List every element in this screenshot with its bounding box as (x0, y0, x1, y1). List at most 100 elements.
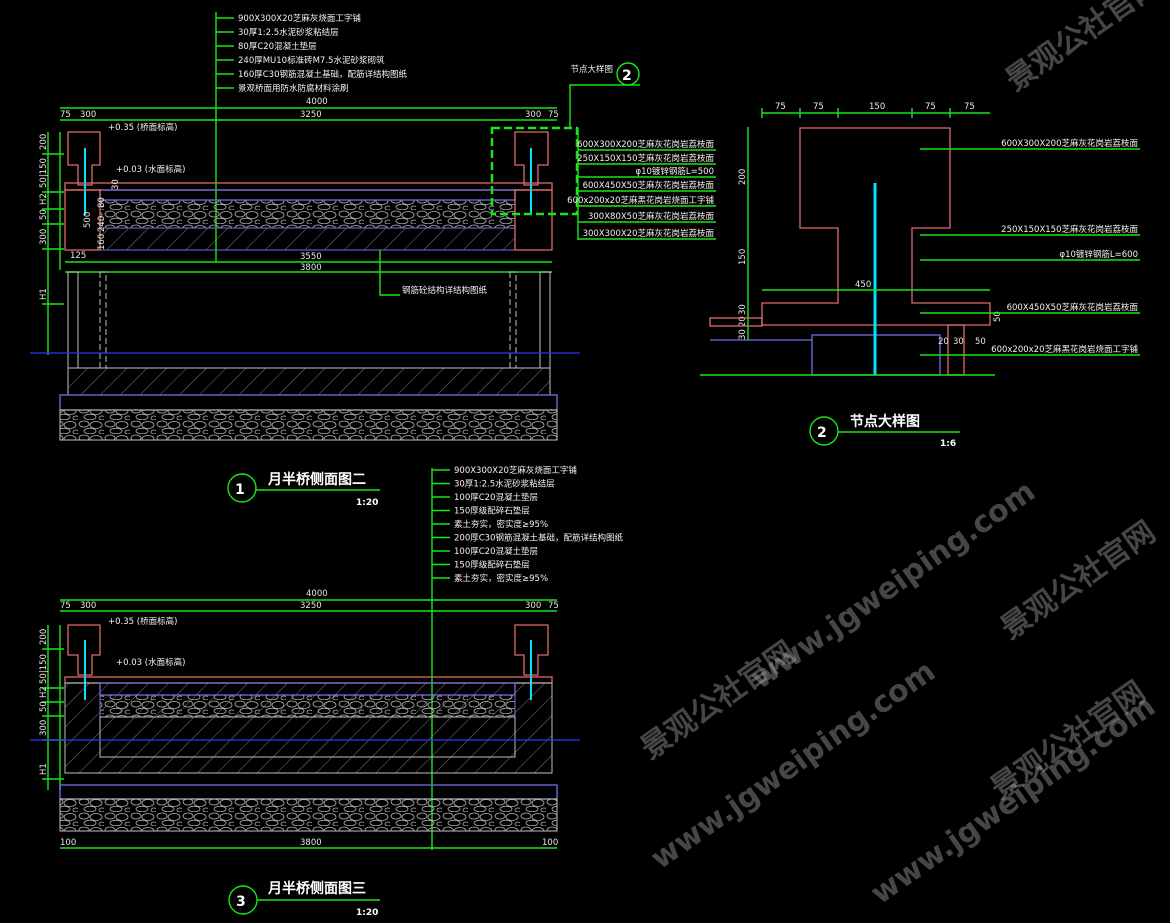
material-label: 250X150X150芝麻灰花岗岩荔枝面 (1001, 224, 1138, 235)
dim: 300 (80, 601, 96, 611)
height-dim: 50 (39, 701, 49, 712)
dim: 30 (953, 337, 964, 347)
material-label: 600X450X50芝麻灰花岗岩荔枝面 (583, 180, 715, 191)
dim: 300 (525, 601, 541, 611)
layer-label: 100厚C20混凝土垫层 (454, 546, 538, 557)
elevation-top: +0.35 (桥面标高) (108, 616, 177, 627)
section-1-title: 月半桥侧面图二 (267, 471, 366, 488)
layer-label: 景观桥面用防水防腐材料涂刷 (238, 83, 349, 94)
material-label: 600x200x20芝麻黑花岗岩烧面工字铺 (991, 344, 1138, 355)
dim: 30 (111, 179, 121, 190)
section-1-number: 1 (235, 482, 245, 498)
section-2-number: 2 (817, 425, 827, 441)
dim: 50 (993, 311, 1003, 322)
material-label: φ10镀锌钢筋L=600 (1059, 249, 1138, 260)
layer-label: 150厚级配碎石垫层 (454, 506, 530, 517)
watermark-text: 景观公社官网 (635, 635, 803, 767)
layer-label: 240厚MU10标准砖M7.5水泥砂浆砌筑 (238, 55, 385, 66)
width-dim: 75 (775, 102, 786, 112)
dim: 75 (60, 601, 71, 611)
height-dim: 200 (39, 629, 49, 645)
section-2-scale: 1:6 (940, 439, 956, 449)
height-dim: 50|150 (39, 654, 49, 684)
height-dim: H1 (39, 763, 49, 775)
dim-width: 450 (855, 280, 871, 290)
layer-label: 200厚C30钢筋混凝土基础，配筋详结构图纸 (454, 533, 623, 544)
callout-number: 2 (622, 68, 632, 84)
section-1-scale: 1:20 (356, 498, 378, 508)
width-dim: 75 (964, 102, 975, 112)
height-dim: 50|150 (39, 158, 49, 188)
layer-label: 80厚C20混凝土垫层 (238, 41, 317, 52)
dim: 50 (975, 337, 986, 347)
section-3-title: 月半桥侧面图三 (267, 880, 366, 897)
height-dim: 50 (39, 209, 49, 220)
section-3-scale: 1:20 (356, 908, 378, 918)
width-dim: 150 (869, 102, 885, 112)
dim-span: 3550 (300, 252, 322, 262)
dim: 100 (542, 838, 558, 848)
dim: 300 (525, 110, 541, 120)
dim: 3250 (300, 110, 322, 120)
material-label: 300X80X50芝麻灰花岗岩荔枝面 (588, 211, 715, 222)
structure-note: 钢筋砼结构详结构图纸 (402, 285, 488, 296)
material-label: 600X300X200芝麻灰花岗岩荔枝面 (1001, 138, 1138, 149)
dim: 160 (97, 234, 107, 250)
height-dim: 150 (738, 249, 748, 265)
watermark-text: www.jgweiping.com (645, 654, 942, 877)
height-dim: 30 (738, 304, 748, 315)
material-label: 600X300X200芝麻灰花岗岩荔枝面 (577, 139, 714, 150)
dim-total: 4000 (306, 97, 328, 107)
layer-label: 900X300X20芝麻灰烧面工字铺 (454, 465, 577, 476)
dim-total: 4000 (306, 589, 328, 599)
dim-span: 3800 (300, 838, 322, 848)
elevation-water: +0.03 (水面标高) (116, 164, 185, 175)
section-3-drawing: 900X300X20芝麻灰烧面工字铺 30厚1:2.5水泥砂浆粘结层 100厚C20… (30, 465, 623, 918)
layer-label: 30厚1:2.5水泥砂浆粘结层 (238, 27, 339, 38)
dim: 75 (548, 601, 559, 611)
height-dim: 300 (39, 229, 49, 245)
section-2-title: 节点大样图 (850, 413, 920, 430)
section-1-drawing: 900X300X20芝麻灰烧面工字铺 30厚1:2.5水泥砂浆粘结层 80厚C20混… (30, 12, 716, 508)
layer-label: 150厚级配碎石垫层 (454, 560, 530, 571)
material-label: 250X150X150芝麻灰花岗岩荔枝面 (577, 153, 714, 164)
dim: 100 (60, 838, 76, 848)
layer-label: 素土夯实，密实度≥95% (454, 573, 548, 584)
dim: 75 (548, 110, 559, 120)
watermark-text: 景观公社官网 (995, 515, 1163, 647)
dim: 240 (97, 216, 107, 232)
material-label: 600X450X50芝麻灰花岗岩荔枝面 (1007, 302, 1139, 313)
material-label: φ10镀锌钢筋L=500 (635, 166, 714, 177)
dim: 20 (938, 337, 949, 347)
width-dim: 75 (925, 102, 936, 112)
width-dim: 75 (813, 102, 824, 112)
dim: 80 (97, 197, 107, 208)
dim-span: 3800 (300, 263, 322, 273)
watermark-text: 景观公社官网 (1000, 0, 1168, 99)
dim: 500 (83, 212, 93, 228)
material-label: 300X300X20芝麻灰花岗岩荔枝面 (583, 228, 715, 239)
dim: 75 (60, 110, 71, 120)
layer-label: 900X300X20芝麻灰烧面工字铺 (238, 13, 361, 24)
layer-label: 160厚C30钢筋混凝土基础，配筋详结构图纸 (238, 69, 407, 80)
layer-label: 30厚1:2.5水泥砂浆粘结层 (454, 479, 555, 490)
height-dim: H2 (39, 193, 49, 205)
callout-label: 节点大样图 (570, 64, 613, 75)
dim: 300 (80, 110, 96, 120)
section-3-number: 3 (236, 894, 246, 910)
dim: 125 (70, 251, 86, 261)
elevation-water: +0.03 (水面标高) (116, 657, 185, 668)
height-dim: 200 (738, 169, 748, 185)
height-dim: H2 (39, 686, 49, 698)
height-dim: 200 (39, 134, 49, 150)
height-dim: H1 (39, 288, 49, 300)
material-label: 600x200x20芝麻黑花岗岩烧面工字铺 (567, 195, 714, 206)
height-dim: 20 (738, 316, 748, 327)
elevation-top: +0.35 (桥面标高) (108, 122, 177, 133)
dim: 3250 (300, 601, 322, 611)
watermark-layer: www.jgweiping.comwww.jgweiping.comwww.jg… (635, 0, 1168, 912)
height-dim: 300 (39, 720, 49, 736)
